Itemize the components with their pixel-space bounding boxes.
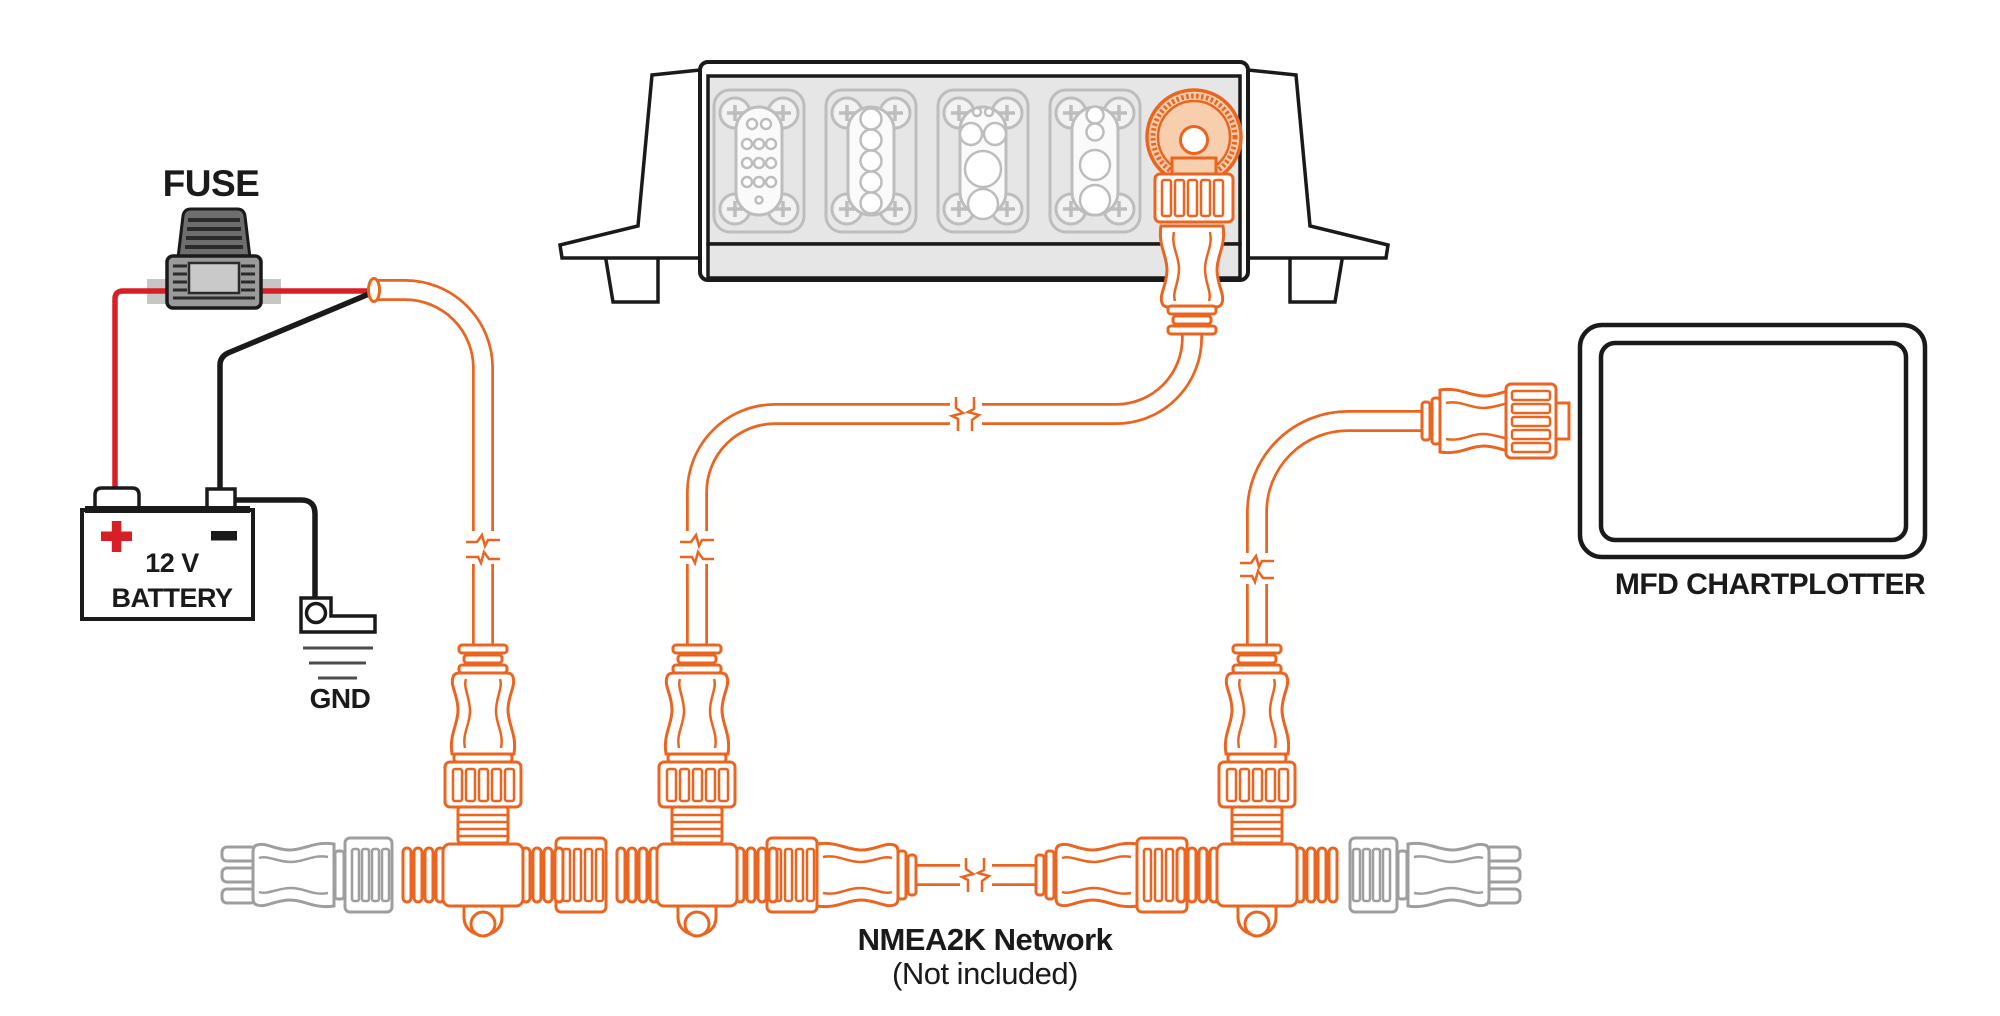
battery-voltage-label: 12 V	[145, 548, 199, 578]
cable-break-symbols	[464, 395, 1276, 894]
power-drop-cable	[374, 279, 494, 648]
mfd-chartplotter	[1420, 322, 1928, 560]
chartplotter-screen	[1598, 340, 1909, 543]
fuse-holder	[165, 207, 263, 310]
fuse-label: FUSE	[163, 163, 260, 204]
battery: 12 V BATTERY	[80, 486, 255, 621]
drop-connector-2	[659, 645, 735, 843]
connector-plate-3	[936, 88, 1030, 234]
nmea2k-backbone	[222, 645, 1520, 938]
backbone-cable-connector	[815, 841, 900, 909]
drop-connector-1	[445, 645, 521, 843]
tee-connector-2	[615, 842, 779, 938]
device-connector-plates	[712, 88, 1142, 234]
minus-icon	[211, 531, 237, 541]
battery-body	[80, 508, 255, 621]
power-wiring	[112, 279, 371, 598]
tee-connector-1	[401, 842, 565, 938]
nmea2k-port	[1145, 88, 1243, 336]
ground-lines-icon	[303, 646, 373, 680]
device-drop-cable	[686, 332, 1203, 648]
drop-connector-3	[1219, 645, 1295, 843]
terminator-right	[1350, 838, 1520, 912]
device-wing-right	[1246, 68, 1390, 260]
ground-symbol: GND	[299, 596, 377, 714]
battery-positive-terminal	[93, 486, 141, 512]
ground-label: GND	[310, 683, 371, 714]
network-note-label: (Not included)	[892, 956, 1078, 991]
ground-wire	[234, 497, 318, 598]
connector-plate-4	[1048, 88, 1142, 234]
device-cable-connector	[1158, 224, 1226, 309]
chartplotter-collar-nut	[1504, 382, 1558, 460]
battery-name-label: BATTERY	[112, 583, 233, 613]
instrument-device	[558, 60, 1390, 336]
terminator-left	[222, 838, 392, 912]
connector-plate-2	[824, 88, 918, 234]
tee-connector-3	[1175, 842, 1339, 938]
device-wing-left	[558, 68, 702, 260]
drop-cables	[367, 277, 1448, 886]
network-title-label: NMEA2K Network	[858, 922, 1114, 957]
positive-wire	[112, 288, 368, 490]
connector-plate-1	[712, 88, 806, 234]
negative-wire	[217, 291, 371, 489]
plus-icon	[101, 521, 132, 552]
backbone-cable-connector	[1054, 841, 1139, 909]
chartplotter-label: MFD CHARTPLOTTER	[1615, 568, 1926, 601]
chartplotter-cable-connector	[1420, 382, 1571, 460]
cable-open-end	[367, 277, 381, 303]
